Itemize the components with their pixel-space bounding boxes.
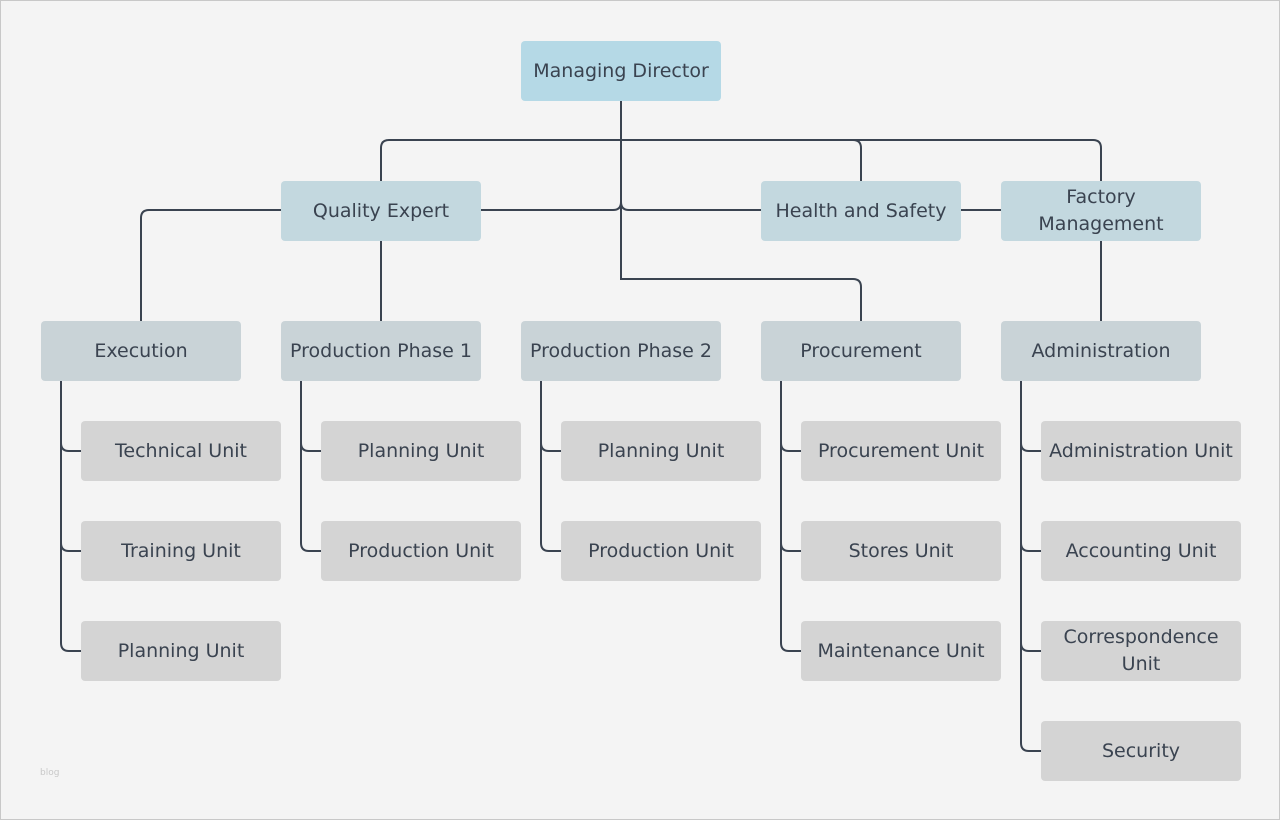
node-quality-expert[interactable]: Quality Expert	[281, 181, 481, 241]
connector-director-factory	[621, 139, 1102, 181]
node-stores-unit[interactable]: Stores Unit	[801, 521, 1001, 581]
connector-director-quality	[380, 139, 621, 181]
connector-procurement-units	[780, 380, 801, 652]
node-security[interactable]: Security	[1041, 721, 1241, 781]
node-accounting-unit[interactable]: Accounting Unit	[1041, 521, 1241, 581]
node-managing-director[interactable]: Managing Director	[521, 41, 721, 101]
node-execution[interactable]: Execution	[41, 321, 241, 381]
connector-quality-execution	[140, 209, 281, 321]
node-pp2-planning-unit[interactable]: Planning Unit	[561, 421, 761, 481]
connector-quality-to-trunk	[481, 201, 622, 211]
node-production-phase-1[interactable]: Production Phase 1	[281, 321, 481, 381]
node-procurement[interactable]: Procurement	[761, 321, 961, 381]
watermark-text: blog	[40, 768, 60, 778]
node-pp1-planning-unit[interactable]: Planning Unit	[321, 421, 521, 481]
connector-director-trunk	[620, 100, 862, 321]
node-factory-management[interactable]: Factory Management	[1001, 181, 1201, 241]
connector-pp1-units	[300, 380, 321, 552]
node-pp2-production-unit[interactable]: Production Unit	[561, 521, 761, 581]
node-maintenance-unit[interactable]: Maintenance Unit	[801, 621, 1001, 681]
connector-trunk-to-health	[620, 201, 761, 211]
node-administration[interactable]: Administration	[1001, 321, 1201, 381]
node-administration-unit[interactable]: Administration Unit	[1041, 421, 1241, 481]
node-execution-planning-unit[interactable]: Planning Unit	[81, 621, 281, 681]
connector-director-health	[621, 139, 862, 181]
node-health-and-safety[interactable]: Health and Safety	[761, 181, 961, 241]
node-procurement-unit[interactable]: Procurement Unit	[801, 421, 1001, 481]
node-pp1-production-unit[interactable]: Production Unit	[321, 521, 521, 581]
node-production-phase-2[interactable]: Production Phase 2	[521, 321, 721, 381]
node-correspondence-unit[interactable]: Correspondence Unit	[1041, 621, 1241, 681]
connector-administration-units	[1020, 380, 1041, 752]
connector-execution-units	[60, 380, 81, 652]
connector-pp2-units	[540, 380, 561, 552]
node-execution-training-unit[interactable]: Training Unit	[81, 521, 281, 581]
node-execution-technical-unit[interactable]: Technical Unit	[81, 421, 281, 481]
